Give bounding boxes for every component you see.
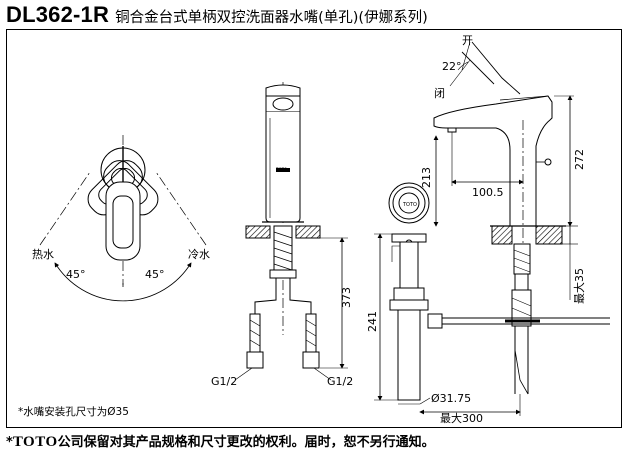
- product-description: 铜合金台式单柄双控洗面器水嘴(单孔)(伊娜系列): [115, 10, 428, 26]
- drain-diameter-label: Ø31.75: [431, 392, 471, 405]
- angle-right-label: 45°: [145, 268, 165, 281]
- drain-height-dimension: 241: [366, 311, 379, 332]
- lever-open-label: 开: [462, 34, 473, 47]
- drawing-frame: [6, 29, 622, 428]
- page-title: DL362-1R 铜合金台式单柄双控洗面器水嘴(单孔)(伊娜系列): [6, 2, 428, 28]
- total-height-dimension: 272: [573, 149, 586, 170]
- hot-water-label: 热水: [32, 248, 54, 261]
- drain-brand-mark: TOTO: [402, 202, 417, 208]
- inlet-right-label: G1/2: [327, 375, 353, 388]
- install-note: *水嘴安装孔尺寸为Ø35: [18, 405, 129, 418]
- lever-closed-label: 闭: [434, 87, 445, 100]
- inlet-left-label: G1/2: [211, 375, 237, 388]
- footnote-text: 公司保留对其产品规格和尺寸更改的权利。届时，恕不另行通知。: [57, 435, 435, 450]
- front-view: [234, 82, 348, 381]
- max-deck-dimension: 最大35: [572, 268, 586, 304]
- max-length-dimension: 最大300: [440, 411, 483, 425]
- front-height-dimension: 373: [340, 287, 353, 308]
- lever-angle-label: 22°: [442, 60, 462, 73]
- cold-water-label: 冷水: [188, 248, 210, 261]
- front-brand-mark: TOTO: [275, 167, 287, 172]
- footnote-brand: TOTO: [12, 434, 58, 450]
- copyright-footnote: *TOTO公司保留对其产品规格和尺寸更改的权利。届时，恕不另行通知。: [6, 431, 435, 451]
- model-number: DL362-1R: [6, 2, 110, 27]
- side-view: [374, 41, 610, 416]
- footnote-prefix: *: [6, 435, 13, 450]
- angle-left-label: 45°: [66, 268, 86, 281]
- reach-dimension: 100.5: [472, 186, 504, 199]
- spout-height-dimension: 213: [420, 167, 433, 188]
- top-view: [39, 135, 207, 302]
